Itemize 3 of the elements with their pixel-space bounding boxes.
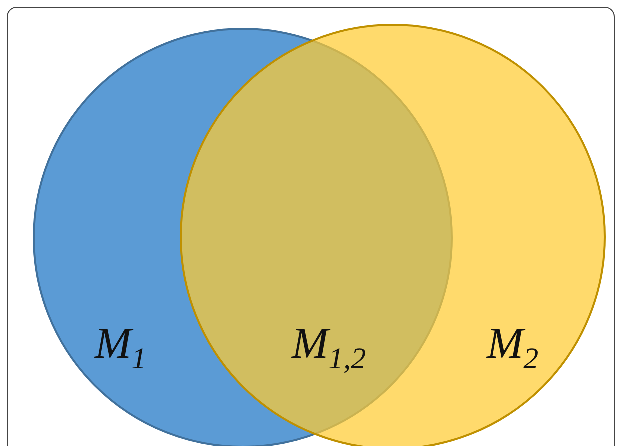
set-label: M$_{2}$ <box>487 322 539 374</box>
intersection-label: M$_{1,2}$ <box>292 322 366 374</box>
set-label: M$_{1}$ <box>95 322 147 374</box>
